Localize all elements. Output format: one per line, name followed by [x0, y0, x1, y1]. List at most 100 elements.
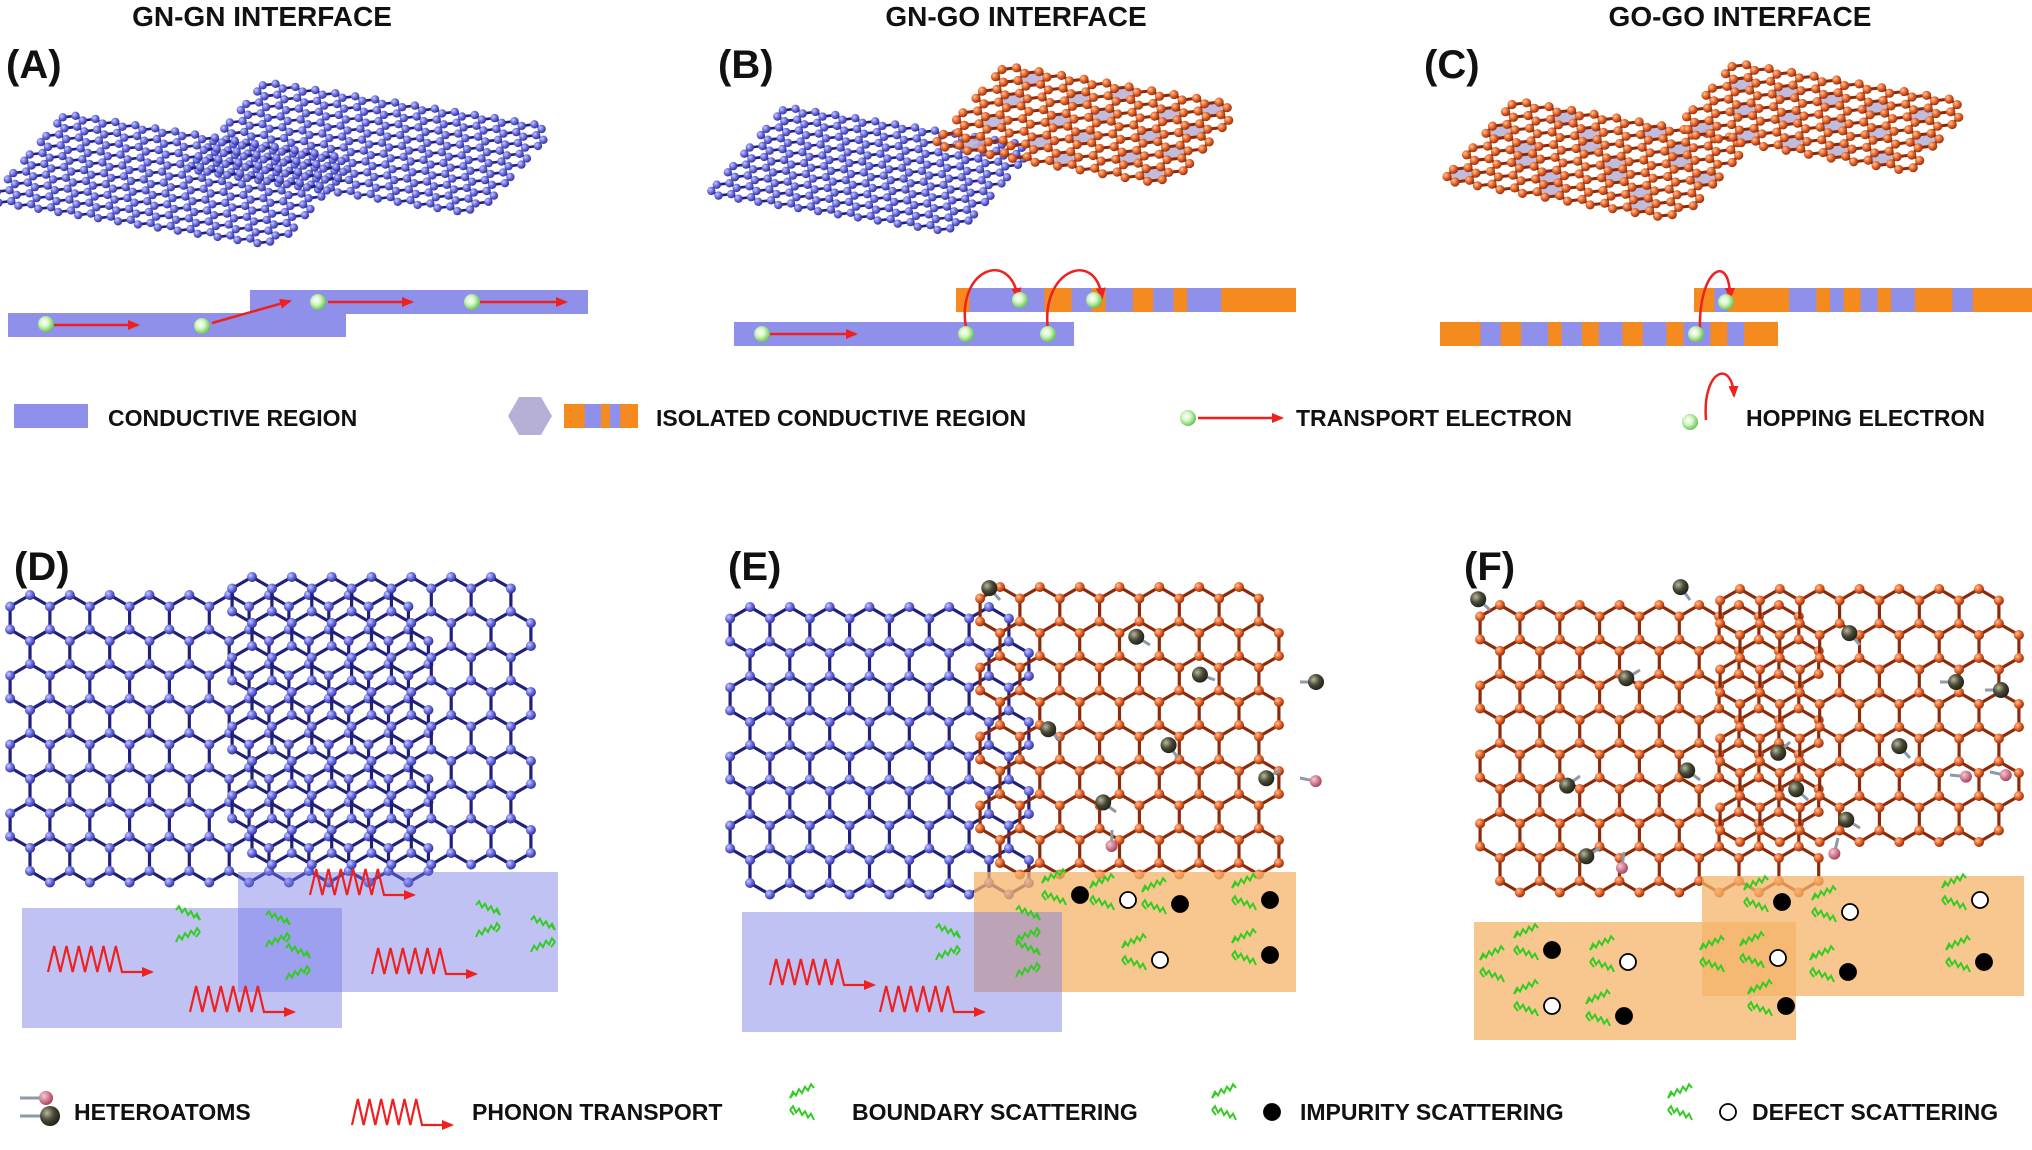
atom — [366, 189, 375, 199]
atom — [1111, 154, 1121, 164]
atom — [84, 831, 95, 842]
atom — [1930, 96, 1940, 106]
atom — [851, 114, 860, 123]
atom — [1216, 110, 1226, 120]
atom — [124, 670, 135, 681]
atom — [264, 226, 273, 235]
atom — [1768, 102, 1779, 112]
atom — [430, 104, 439, 113]
atom — [1214, 754, 1225, 765]
gn-gn-lattice-top — [5, 572, 536, 888]
atom — [426, 583, 437, 594]
atom — [1137, 125, 1147, 136]
atom — [45, 153, 54, 162]
atom — [1198, 144, 1208, 154]
atom — [995, 628, 1005, 638]
atom — [1074, 651, 1085, 661]
atom — [280, 95, 289, 104]
atom — [125, 165, 134, 175]
atom — [890, 120, 900, 129]
atom — [1752, 91, 1763, 101]
atom — [1733, 112, 1743, 122]
atom — [832, 121, 842, 131]
atom — [1003, 682, 1014, 693]
atom — [1710, 108, 1721, 119]
atom — [146, 179, 156, 189]
atom — [961, 133, 971, 143]
atom — [1159, 129, 1169, 139]
atom — [184, 659, 195, 669]
heteroatom — [1309, 775, 1322, 788]
atom — [426, 721, 437, 732]
atom — [249, 217, 259, 226]
atom — [64, 705, 75, 715]
atom — [804, 843, 815, 854]
atom — [1627, 182, 1637, 192]
atom — [1014, 662, 1025, 673]
atom — [1819, 89, 1829, 99]
atom — [124, 693, 135, 704]
atom — [486, 779, 496, 789]
atom — [346, 721, 357, 732]
atom — [74, 210, 83, 220]
atom — [98, 158, 107, 167]
atom — [202, 206, 212, 215]
atom — [326, 641, 337, 651]
atom — [184, 214, 193, 223]
atom — [1509, 183, 1520, 193]
atom — [1731, 100, 1742, 110]
atom — [768, 168, 778, 177]
atom — [444, 191, 453, 200]
atom — [1273, 858, 1284, 868]
atom — [1493, 172, 1504, 182]
atom — [824, 809, 835, 819]
atom — [886, 214, 895, 224]
atom — [1113, 109, 1123, 119]
atom — [131, 121, 140, 130]
atom — [124, 624, 135, 635]
atom — [1253, 593, 1264, 604]
atom — [1074, 835, 1085, 845]
atom — [964, 843, 975, 854]
atom — [864, 809, 875, 819]
atom — [81, 138, 91, 147]
atom — [1563, 196, 1573, 206]
atom — [800, 120, 809, 129]
atom — [1490, 146, 1501, 157]
atom — [383, 636, 394, 646]
atom — [1094, 616, 1105, 627]
lattice-sheet — [0, 111, 348, 248]
atom — [897, 163, 907, 172]
atom — [512, 127, 521, 137]
atom — [1815, 122, 1825, 132]
atom — [1003, 115, 1013, 125]
atom — [824, 855, 835, 865]
atom — [964, 177, 974, 186]
atom — [256, 109, 265, 118]
atom — [363, 739, 374, 750]
atom — [1616, 151, 1626, 161]
atom — [457, 151, 466, 160]
atom — [346, 790, 357, 801]
atom — [437, 109, 447, 118]
atom — [1023, 717, 1034, 727]
atom — [1253, 662, 1264, 673]
atom — [498, 168, 508, 177]
atom — [1195, 119, 1205, 129]
atom — [930, 126, 940, 135]
atom — [484, 197, 493, 206]
atom — [977, 144, 987, 154]
atom — [195, 162, 205, 172]
atom — [525, 779, 536, 789]
atom — [1180, 120, 1190, 130]
atom — [1794, 73, 1805, 83]
atom — [1109, 142, 1119, 152]
atom — [1636, 130, 1646, 140]
atom — [1796, 86, 1806, 96]
atom — [227, 583, 238, 594]
atom — [264, 843, 274, 853]
atom — [363, 808, 374, 819]
atom — [1046, 110, 1057, 120]
atom — [322, 186, 332, 195]
atom — [390, 98, 400, 107]
